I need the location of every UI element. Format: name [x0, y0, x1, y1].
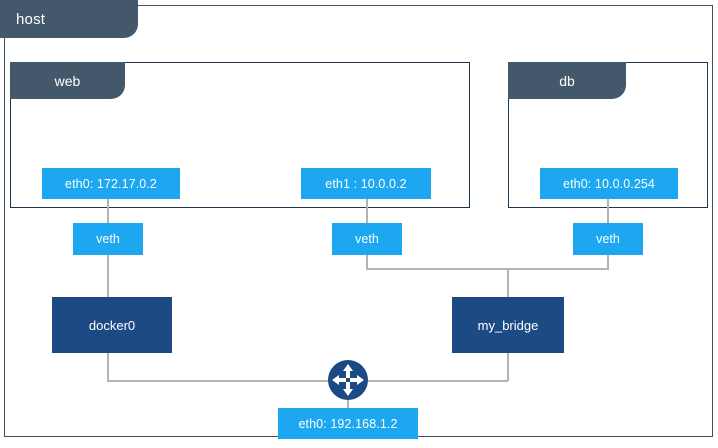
interface-db-eth0-label: eth0: 10.0.0.254	[563, 176, 655, 191]
bridge-my-bridge-label: my_bridge	[477, 317, 539, 333]
container-db-tab: db	[508, 62, 626, 99]
bottom-bus-line	[107, 380, 508, 382]
veth-my-bridge-web[interactable]: veth	[332, 223, 402, 255]
container-web-tab: web	[10, 62, 125, 99]
interface-db-eth0[interactable]: eth0: 10.0.0.254	[540, 168, 678, 199]
link-db-eth0-to-veth3	[607, 198, 609, 225]
bridge-docker0[interactable]: docker0	[52, 297, 172, 353]
veth-docker0[interactable]: veth	[73, 223, 143, 255]
interface-web-eth0-label: eth0: 172.17.0.2	[65, 176, 157, 191]
container-web-label: web	[54, 72, 81, 89]
interface-web-eth1[interactable]: eth1 : 10.0.0.2	[301, 168, 431, 199]
link-veth1-to-docker0	[107, 254, 109, 299]
interface-web-eth1-label: eth1 : 10.0.0.2	[325, 176, 407, 191]
veth-docker0-label: veth	[96, 232, 120, 246]
link-docker0-to-bottom-bus	[107, 352, 109, 381]
veth-my-bridge-db[interactable]: veth	[573, 223, 643, 255]
veth-my-bridge-web-label: veth	[355, 232, 379, 246]
link-veth-bus-to-my-bridge	[366, 268, 609, 270]
interface-host-eth0[interactable]: eth0: 192.168.1.2	[278, 408, 418, 439]
veth-my-bridge-db-label: veth	[596, 232, 620, 246]
link-router-to-host-eth0	[347, 398, 349, 410]
bridge-my-bridge[interactable]: my_bridge	[452, 297, 564, 353]
interface-host-eth0-label: eth0: 192.168.1.2	[298, 416, 398, 431]
link-my-bridge-to-bottom-bus	[507, 352, 509, 381]
link-veth2-drop	[366, 254, 368, 269]
bridge-docker0-label: docker0	[88, 317, 136, 333]
link-web-eth1-to-veth2	[366, 198, 368, 225]
router-four-arrows-icon[interactable]	[326, 358, 370, 402]
container-db-label: db	[559, 72, 575, 89]
host-label: host	[16, 10, 46, 28]
link-veth3-drop	[607, 254, 609, 269]
link-bus-to-my-bridge	[507, 268, 509, 299]
host-tab: host	[0, 0, 138, 38]
link-web-eth0-to-veth1	[107, 198, 109, 225]
interface-web-eth0[interactable]: eth0: 172.17.0.2	[42, 168, 180, 199]
